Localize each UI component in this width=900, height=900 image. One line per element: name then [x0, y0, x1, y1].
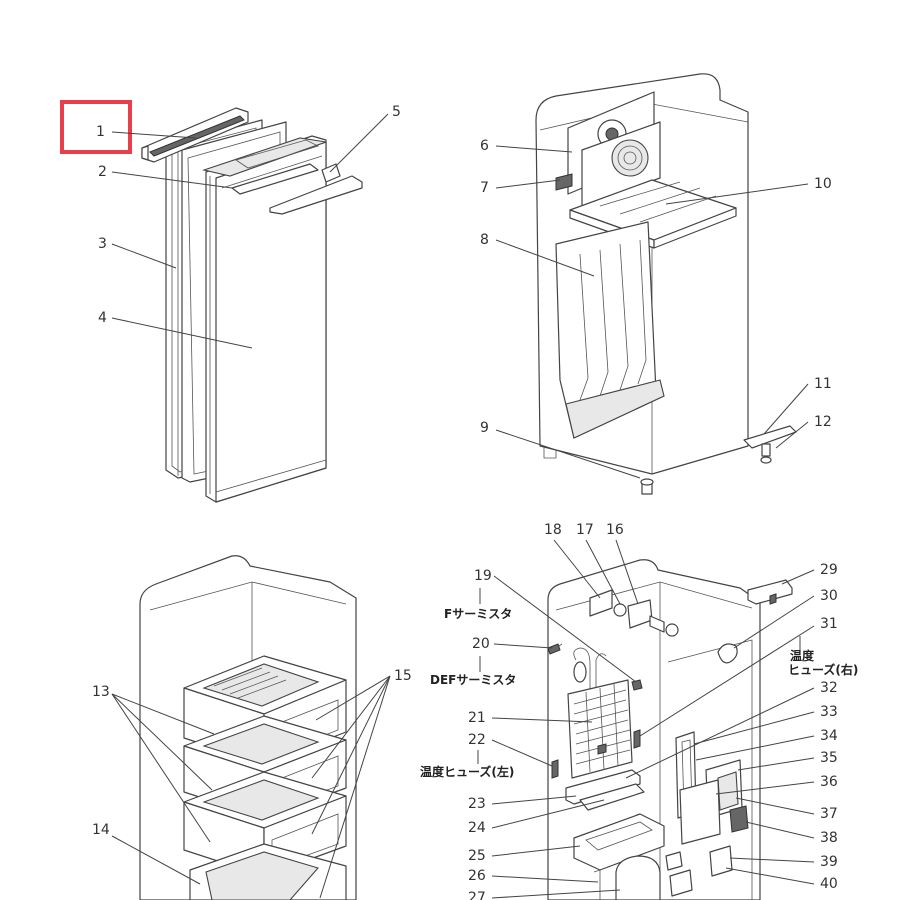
fuse-left-label: 温度ヒューズ(左) [420, 764, 514, 779]
handle-cap-part [321, 163, 341, 183]
callout-26: 26 [468, 868, 486, 884]
callout-17: 17 [576, 522, 594, 538]
cabinet-rear [547, 559, 793, 900]
fuse-right-label-1: 温度 [790, 648, 815, 663]
callout-25: 25 [468, 848, 486, 864]
callout-6: 6 [480, 138, 489, 154]
drawer-callouts: 13 14 15 [92, 668, 412, 899]
cabinet-drawers [139, 555, 357, 900]
callout-5: 5 [392, 104, 401, 120]
callout-9: 9 [480, 420, 489, 436]
cabinet-upper [535, 73, 797, 495]
callout-40: 40 [820, 876, 838, 892]
door-handle-part [231, 163, 319, 195]
callout-20: 20 [472, 636, 490, 652]
callout-16: 16 [606, 522, 624, 538]
callout-2: 2 [98, 164, 107, 180]
f-thermistor-label: Fサーミスタ [444, 607, 512, 621]
def-thermistor-label: DEFサーミスタ [430, 673, 516, 687]
callout-33: 33 [820, 704, 838, 720]
callout-4: 4 [98, 310, 107, 326]
fuse-right-label-2: ヒューズ(右) [788, 662, 858, 677]
callout-38: 38 [820, 830, 838, 846]
callout-22: 22 [468, 732, 486, 748]
control-box-part [679, 779, 721, 845]
callout-39: 39 [820, 854, 838, 870]
callout-36: 36 [820, 774, 838, 790]
clip-30-part [717, 643, 738, 664]
callout-10: 10 [814, 176, 832, 192]
callout-35: 35 [820, 750, 838, 766]
callout-3: 3 [98, 236, 107, 252]
callout-1: 1 [96, 124, 105, 140]
callout-34: 34 [820, 728, 838, 744]
callout-29: 29 [820, 562, 838, 578]
callout-37: 37 [820, 806, 838, 822]
callout-30: 30 [820, 588, 838, 604]
door-assembly [141, 107, 363, 503]
callout-8: 8 [480, 232, 489, 248]
machine-callouts: 18 17 16 19 Fサーミスタ 20 DEFサーミスタ 21 22 温度ヒ… [420, 522, 858, 900]
highlight-box [60, 100, 132, 154]
door-callouts: 1 2 3 4 5 [96, 104, 401, 349]
callout-19: 19 [474, 568, 492, 584]
callout-32: 32 [820, 680, 838, 696]
callout-31: 31 [820, 616, 838, 632]
callout-13: 13 [92, 684, 110, 700]
compressor-part [615, 855, 661, 900]
callout-11: 11 [814, 376, 832, 392]
cabinet-upper-callouts: 6 7 8 9 10 11 12 [480, 138, 832, 479]
drain-tray-part [565, 769, 641, 805]
callout-24: 24 [468, 820, 486, 836]
drawer-4 [189, 843, 347, 900]
callout-18: 18 [544, 522, 562, 538]
relay-part [589, 589, 613, 617]
callout-12: 12 [814, 414, 832, 430]
callout-21: 21 [468, 710, 486, 726]
callout-15: 15 [394, 668, 412, 684]
callout-14: 14 [92, 822, 110, 838]
callout-27: 27 [468, 890, 486, 900]
callout-7: 7 [480, 180, 489, 196]
bracket-29-part [747, 579, 793, 605]
callout-23: 23 [468, 796, 486, 812]
